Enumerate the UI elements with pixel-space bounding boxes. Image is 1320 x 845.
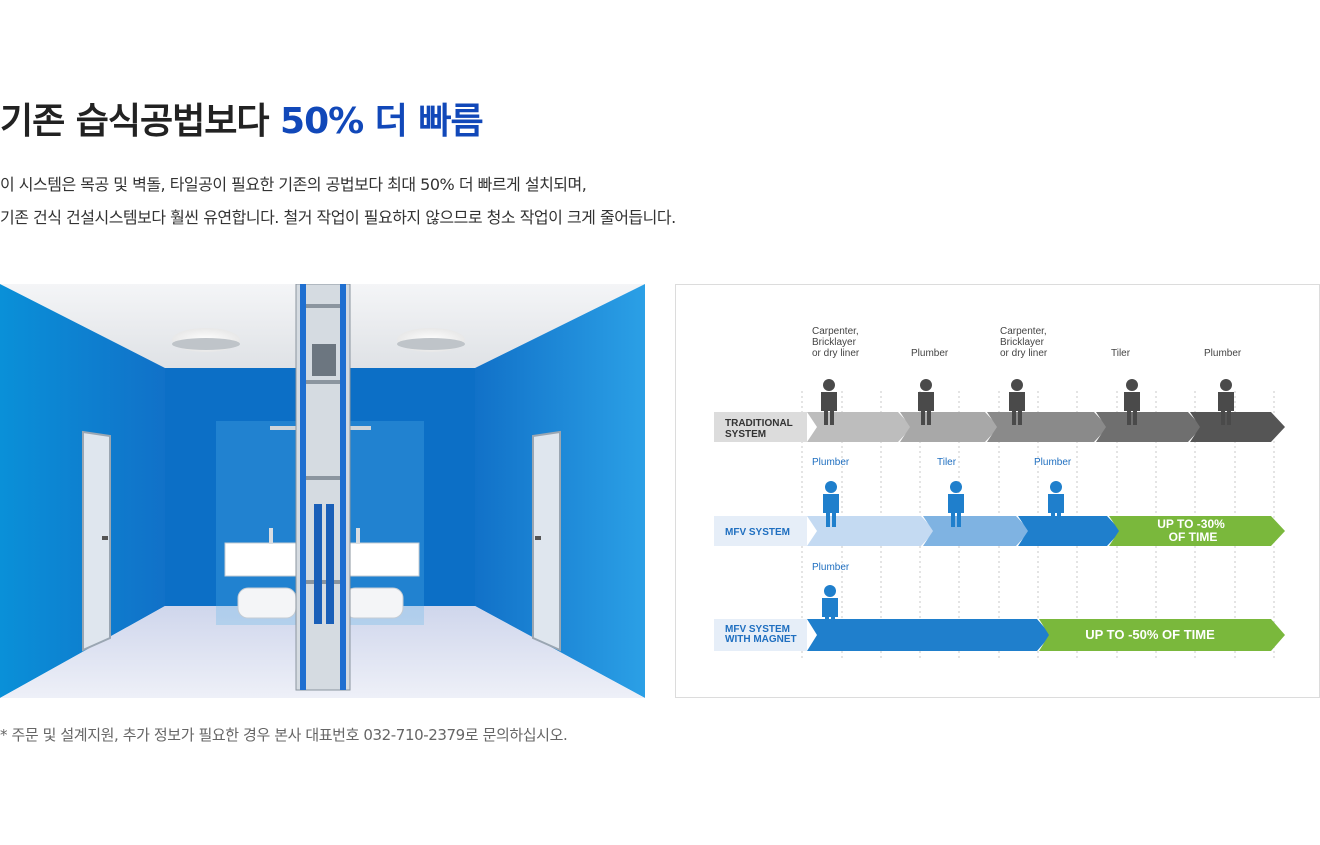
traditional-worker-label-2: Plumber — [911, 348, 949, 359]
mfv-worker-label-1: Plumber — [812, 457, 850, 468]
traditional-step-4 — [1096, 412, 1202, 442]
mfv-label: MFV SYSTEM — [725, 527, 790, 538]
title-highlight: 50% 더 빠름 — [280, 101, 484, 142]
traditional-worker-label-5: Plumber — [1204, 348, 1242, 359]
traditional-label-box — [714, 412, 807, 442]
traditional-step-5 — [1190, 412, 1285, 442]
magnet-label-box — [714, 619, 807, 651]
mfv-saving-arrow — [1109, 516, 1285, 546]
mfv-worker-label-3: Plumber — [1034, 457, 1072, 468]
mfv-step-1 — [807, 516, 935, 546]
magnet-step-1 — [807, 619, 1051, 651]
footnote: * 주문 및 설계지원, 추가 정보가 필요한 경우 본사 대표번호 032-7… — [0, 726, 568, 744]
mfv-saving-label-line-1: UP TO -30% — [1157, 517, 1225, 531]
traditional-step-1 — [807, 412, 912, 442]
page-title: 기존 습식공법보다 50% 더 빠름 — [0, 92, 484, 144]
magnet-saving-arrow — [1039, 619, 1285, 651]
description-line-2: 기존 건식 건설시스템보다 훨씬 유연합니다. 철거 작업이 필요하지 않으므로… — [0, 208, 676, 227]
mfv-saving-label-line-2: OF TIME — [1169, 530, 1218, 544]
title-prefix: 기존 습식공법보다 — [0, 101, 281, 142]
magnet-saving-label: UP TO -50% OF TIME — [1085, 627, 1215, 642]
magnet-worker-label-1: Plumber — [812, 562, 850, 573]
description-line-1: 이 시스템은 목공 및 벽돌, 타일공이 필요한 기존의 공법보다 최대 50%… — [0, 175, 587, 194]
mfv-worker-label-2: Tiler — [937, 457, 957, 468]
traditional-step-2 — [900, 412, 999, 442]
traditional-worker-label-4: Tiler — [1111, 348, 1131, 359]
mfv-step-2 — [923, 516, 1030, 546]
description: 이 시스템은 목공 및 벽돌, 타일공이 필요한 기존의 공법보다 최대 50%… — [0, 168, 676, 234]
mfv-step-3 — [1018, 516, 1121, 546]
mfv-label-box — [714, 516, 807, 546]
traditional-step-3 — [987, 412, 1108, 442]
bathroom-render-image — [0, 284, 645, 698]
